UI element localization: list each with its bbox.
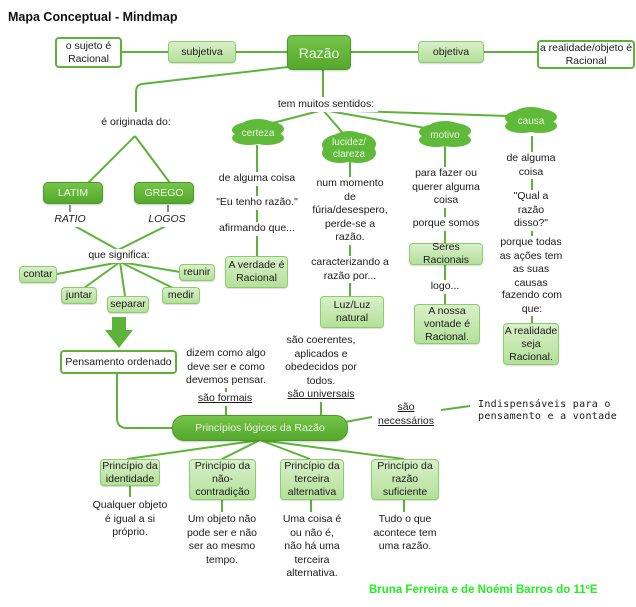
text-nao-contradicao-desc: Um objeto não pode ser e não ser ao mesm…	[186, 513, 258, 567]
text-lucidez-2: caracterizando a razão por...	[310, 256, 390, 283]
connector	[440, 405, 471, 411]
text-causa-2: "Qual a razão disso?"	[508, 190, 554, 231]
connector	[264, 109, 324, 126]
label-sao-formais: são formais	[196, 392, 254, 406]
cloud-lucidez-clareza[interactable]: lucidez/ clareza	[328, 136, 370, 162]
text-motivo-logo: logo...	[428, 280, 462, 294]
text-certeza-1: de alguma coisa	[215, 172, 299, 186]
node-principio-identidade[interactable]: Princípio da identidade	[100, 459, 160, 486]
node-grego[interactable]: GREGO	[134, 182, 194, 204]
node-vontade-racional[interactable]: A nossa vontade é Racional.	[414, 304, 480, 344]
connector	[83, 261, 121, 289]
node-razao-central[interactable]: Razão	[287, 35, 351, 70]
link-objetiva[interactable]: objetiva	[418, 41, 484, 63]
connector	[259, 439, 405, 460]
link-subjetiva[interactable]: subjetiva	[168, 41, 236, 63]
node-principio-terceira-alternativa[interactable]: Princípio da terceira alternativa	[280, 459, 344, 500]
cloud-certeza[interactable]: certeza	[238, 124, 278, 144]
node-separar[interactable]: separar	[107, 296, 149, 313]
connector	[134, 135, 171, 184]
connector	[119, 261, 181, 273]
node-luz-natural[interactable]: Luz/Luz natural	[320, 296, 384, 328]
text-certeza-2: "Eu tenho razão."	[214, 196, 300, 210]
text-necessarios-desc: Indispensáveis para o pensamento e a von…	[478, 399, 618, 422]
text-universais-desc: são coerentes, aplicados e obedecidos po…	[284, 334, 358, 388]
connector	[126, 439, 261, 460]
text-certeza-3: afirmando que...	[216, 222, 298, 236]
node-verdade-racional[interactable]: A verdade é Racional	[225, 256, 288, 288]
node-reunir[interactable]: reunir	[179, 264, 215, 281]
node-principio-razao-suficiente[interactable]: Princípio da razão suficiente	[371, 459, 439, 500]
page-title: Mapa Conceptual - Mindmap	[8, 10, 178, 24]
connector	[117, 224, 169, 251]
label-tem-muitos-sentidos: tem muitos sentidos:	[274, 98, 378, 112]
connector	[344, 416, 373, 423]
cloud-causa[interactable]: causa	[511, 112, 551, 132]
label-sao-necessarios: são necessários	[372, 401, 440, 428]
node-juntar[interactable]: juntar	[61, 287, 97, 304]
connector	[119, 261, 174, 289]
node-latim[interactable]: LATIM	[43, 182, 103, 204]
connector	[87, 135, 136, 184]
text-motivo-2: porque somos	[410, 217, 482, 231]
connector	[135, 66, 289, 112]
text-causa-1: de alguma coisa	[503, 152, 559, 179]
connector	[322, 109, 348, 139]
node-pensamento-ordenado[interactable]: Pensamento ordenado	[60, 350, 177, 374]
text-motivo-1: para fazer ou querer alguma coisa	[412, 167, 480, 208]
text-formais-desc: dizem como algo deve ser e como devemos …	[186, 347, 266, 388]
label-originada: é originada do:	[100, 116, 172, 130]
down-arrow-icon	[105, 317, 133, 348]
connector	[72, 224, 119, 251]
node-sujeito-racional[interactable]: o sujeto é Racional	[55, 37, 122, 68]
label-sao-universais: são universais	[286, 388, 356, 402]
connector	[322, 109, 426, 129]
text-terceira-alternativa-desc: Uma coisa é ou não é, não há uma terceir…	[280, 513, 344, 581]
text-identidade-desc: Qualquer objeto é igual a si próprio.	[92, 499, 168, 540]
connector	[119, 261, 126, 297]
connector	[259, 439, 311, 460]
node-principios-logicos[interactable]: Princípios lógicos da Razão	[172, 415, 348, 441]
connector	[116, 374, 176, 429]
node-realidade-racional[interactable]: a realidade/objeto é Racional	[537, 40, 635, 69]
text-lucidez-1: num momento de fúria/desespero, perde-se…	[312, 177, 388, 245]
node-seres-racionais[interactable]: Seres Racionais	[409, 241, 483, 266]
cloud-motivo[interactable]: motivo	[425, 126, 465, 146]
label-ratio: RATIO	[50, 213, 90, 227]
label-logos: LOGOS	[146, 213, 188, 227]
text-causa-3: porque todas as ações tem as suas causas	[498, 236, 564, 290]
connector	[56, 261, 121, 275]
node-contar[interactable]: contar	[19, 266, 57, 283]
text-razao-suficiente-desc: Tudo o que acontece tem uma razão.	[372, 513, 438, 554]
footer-authors: Bruna Ferreira e de Noémi Barros do 11ºE	[369, 584, 598, 596]
text-causa-4: fazendo com que:	[500, 289, 564, 316]
connector	[221, 439, 261, 460]
node-principio-nao-contradicao[interactable]: Princípio da não-contradição	[189, 459, 256, 500]
node-realidade-seja-racional[interactable]: A realidade seja Racional.	[503, 323, 559, 365]
node-medir[interactable]: medir	[162, 287, 200, 304]
label-que-significa: que significa:	[86, 249, 152, 263]
